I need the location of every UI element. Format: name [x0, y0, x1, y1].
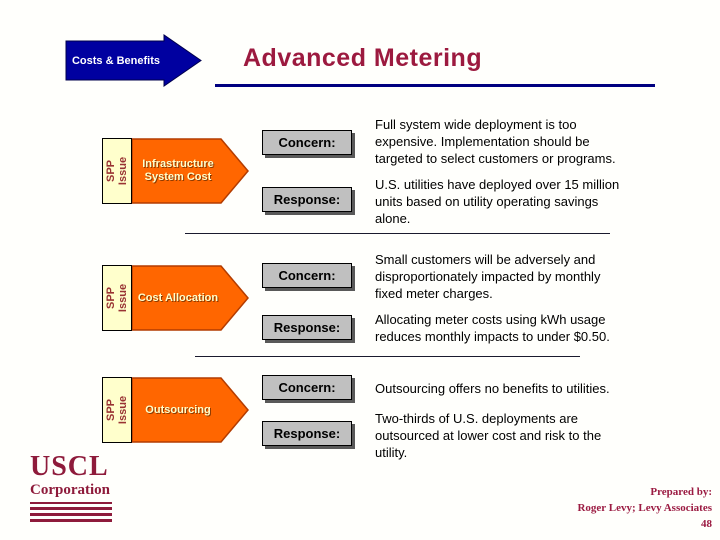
- uscl-logo: USCL Corporation: [30, 453, 112, 525]
- response-label-box: Response:: [262, 315, 352, 340]
- spp-issue-tag: SPP Issue: [102, 138, 132, 204]
- concern-label-box: Concern:: [262, 375, 352, 400]
- tab-label: Costs & Benefits: [71, 54, 161, 67]
- title-underline-rule: [215, 84, 655, 87]
- logo-bar: [30, 507, 112, 510]
- issue-unit-outsourcing: SPP Issue Outsourcing: [102, 377, 250, 443]
- spp-issue-tag: SPP Issue: [102, 377, 132, 443]
- section-divider: [185, 233, 610, 234]
- logo-name: USCL: [30, 451, 109, 482]
- concern-text-infrastructure: Full system wide deployment is too expen…: [375, 117, 616, 166]
- issue-unit-infrastructure: SPP Issue Infrastructure System Cost: [102, 138, 250, 204]
- page-title: Advanced Metering: [243, 44, 483, 72]
- spp-issue-tag: SPP Issue: [102, 265, 132, 331]
- spp-label-line2: Issue: [117, 283, 129, 313]
- logo-bar: [30, 502, 112, 504]
- issue-arrow-label: Outsourcing: [145, 403, 211, 416]
- logo-bar: [30, 519, 112, 522]
- page-number: 48: [701, 518, 712, 530]
- spp-label-line1: SPP: [105, 159, 117, 183]
- issue-arrow: Infrastructure System Cost: [132, 138, 250, 204]
- concern-text-cost-allocation: Small customers will be adversely and di…: [375, 252, 601, 301]
- issue-arrow: Outsourcing: [132, 377, 250, 443]
- issue-arrow-label: Cost Allocation: [137, 291, 219, 304]
- logo-subtitle: Corporation: [30, 482, 110, 498]
- prepared-by-label: Prepared by:: [650, 486, 712, 498]
- concern-label-box: Concern:: [262, 130, 352, 155]
- right-arrow-shape: [132, 377, 249, 443]
- spp-issue-label: SPP Issue: [105, 284, 129, 312]
- prepared-by-name: Roger Levy; Levy Associates: [577, 502, 712, 514]
- issue-unit-cost-allocation: SPP Issue Cost Allocation: [102, 265, 250, 331]
- issue-arrow: Cost Allocation: [132, 265, 250, 331]
- logo-bar: [30, 513, 112, 516]
- response-text-infrastructure: U.S. utilities have deployed over 15 mil…: [375, 177, 620, 226]
- right-arrow-shape: [65, 34, 202, 87]
- spp-label-line2: Issue: [117, 156, 129, 186]
- section-divider: [195, 356, 580, 357]
- response-label-box: Response:: [262, 421, 352, 446]
- response-label-box: Response:: [262, 187, 352, 212]
- logo-bars: [30, 502, 112, 522]
- spp-label-line1: SPP: [105, 286, 117, 310]
- spp-label-line2: Issue: [117, 395, 129, 425]
- costs-benefits-tab: Costs & Benefits: [65, 34, 203, 87]
- response-text-outsourcing: Two-thirds of U.S. deployments are outso…: [375, 411, 602, 460]
- prepared-by-block: Prepared by: Roger Levy; Levy Associates…: [577, 484, 712, 532]
- spp-issue-label: SPP Issue: [105, 396, 129, 424]
- response-text-cost-allocation: Allocating meter costs using kWh usage r…: [375, 312, 610, 344]
- spp-label-line1: SPP: [105, 398, 117, 422]
- concern-label-box: Concern:: [262, 263, 352, 288]
- right-arrow-shape: [132, 138, 249, 204]
- right-arrow-shape: [132, 265, 249, 331]
- spp-issue-label: SPP Issue: [105, 157, 129, 185]
- concern-text-outsourcing: Outsourcing offers no benefits to utilit…: [375, 381, 610, 396]
- issue-arrow-label: Infrastructure System Cost: [142, 158, 214, 183]
